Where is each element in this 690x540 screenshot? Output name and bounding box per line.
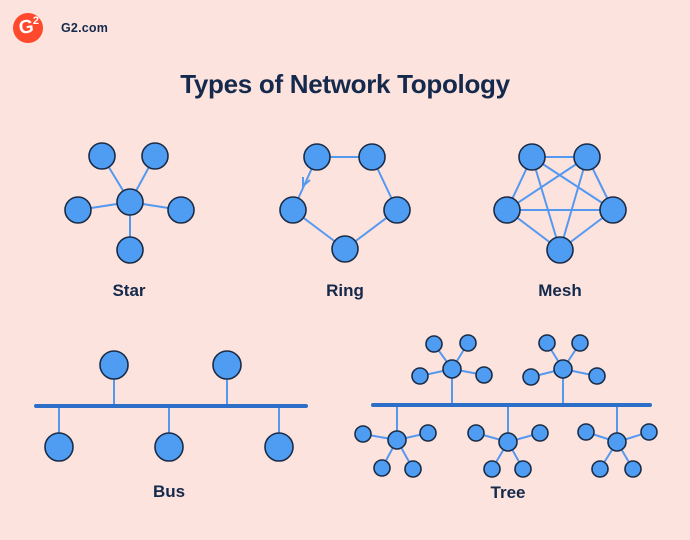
network-node — [442, 359, 462, 379]
g2-logo-icon: G 2 — [13, 13, 43, 43]
network-node — [518, 143, 546, 171]
network-node — [116, 236, 144, 264]
network-node — [387, 430, 407, 450]
network-node — [64, 196, 92, 224]
network-node — [404, 460, 422, 478]
mesh-diagram — [493, 143, 627, 264]
page-title: Types of Network Topology — [180, 69, 510, 99]
ring-label: Ring — [326, 281, 364, 300]
network-node — [522, 368, 540, 386]
network-node — [483, 460, 501, 478]
network-node — [99, 350, 129, 380]
network-node — [599, 196, 627, 224]
network-node — [591, 460, 609, 478]
brand-text: G2.com — [61, 21, 109, 35]
header: G 2 G2.com — [13, 13, 108, 43]
link-line — [531, 156, 561, 251]
network-node — [607, 432, 627, 452]
network-node — [331, 235, 359, 263]
network-node — [358, 143, 386, 171]
network-node — [531, 424, 549, 442]
network-node — [459, 334, 477, 352]
network-node — [493, 196, 521, 224]
network-node — [640, 423, 658, 441]
network-node — [467, 424, 485, 442]
bus-label: Bus — [152, 482, 186, 501]
star-label: Star — [112, 281, 146, 300]
network-node — [553, 359, 573, 379]
link-line — [506, 156, 588, 211]
network-node — [571, 334, 589, 352]
ring-diagram — [279, 143, 411, 263]
mesh-label: Mesh — [538, 281, 582, 300]
network-node — [514, 460, 532, 478]
network-node — [573, 143, 601, 171]
network-node — [354, 425, 372, 443]
network-node — [373, 459, 391, 477]
network-node — [475, 366, 493, 384]
network-node — [624, 460, 642, 478]
network-node — [498, 432, 518, 452]
g2-logo-superscript: 2 — [32, 15, 39, 27]
network-node — [303, 143, 331, 171]
network-node — [116, 188, 144, 216]
direction-arrowhead-icon — [302, 177, 311, 189]
tree-diagram — [354, 334, 658, 478]
network-node — [546, 236, 574, 264]
network-node — [538, 334, 556, 352]
network-node — [212, 350, 242, 380]
star-diagram — [64, 142, 195, 264]
network-node — [264, 432, 294, 462]
network-node — [154, 432, 184, 462]
network-node — [167, 196, 195, 224]
tree-label: Tree — [490, 483, 526, 502]
bus-diagram — [34, 350, 308, 462]
network-node — [383, 196, 411, 224]
network-node — [419, 424, 437, 442]
network-node — [88, 142, 116, 170]
network-node — [44, 432, 74, 462]
network-node — [411, 367, 429, 385]
link-line — [531, 156, 614, 211]
link-line — [559, 156, 588, 251]
network-node — [279, 196, 307, 224]
network-node — [588, 367, 606, 385]
network-node — [141, 142, 169, 170]
network-node — [577, 423, 595, 441]
network-node — [425, 335, 443, 353]
